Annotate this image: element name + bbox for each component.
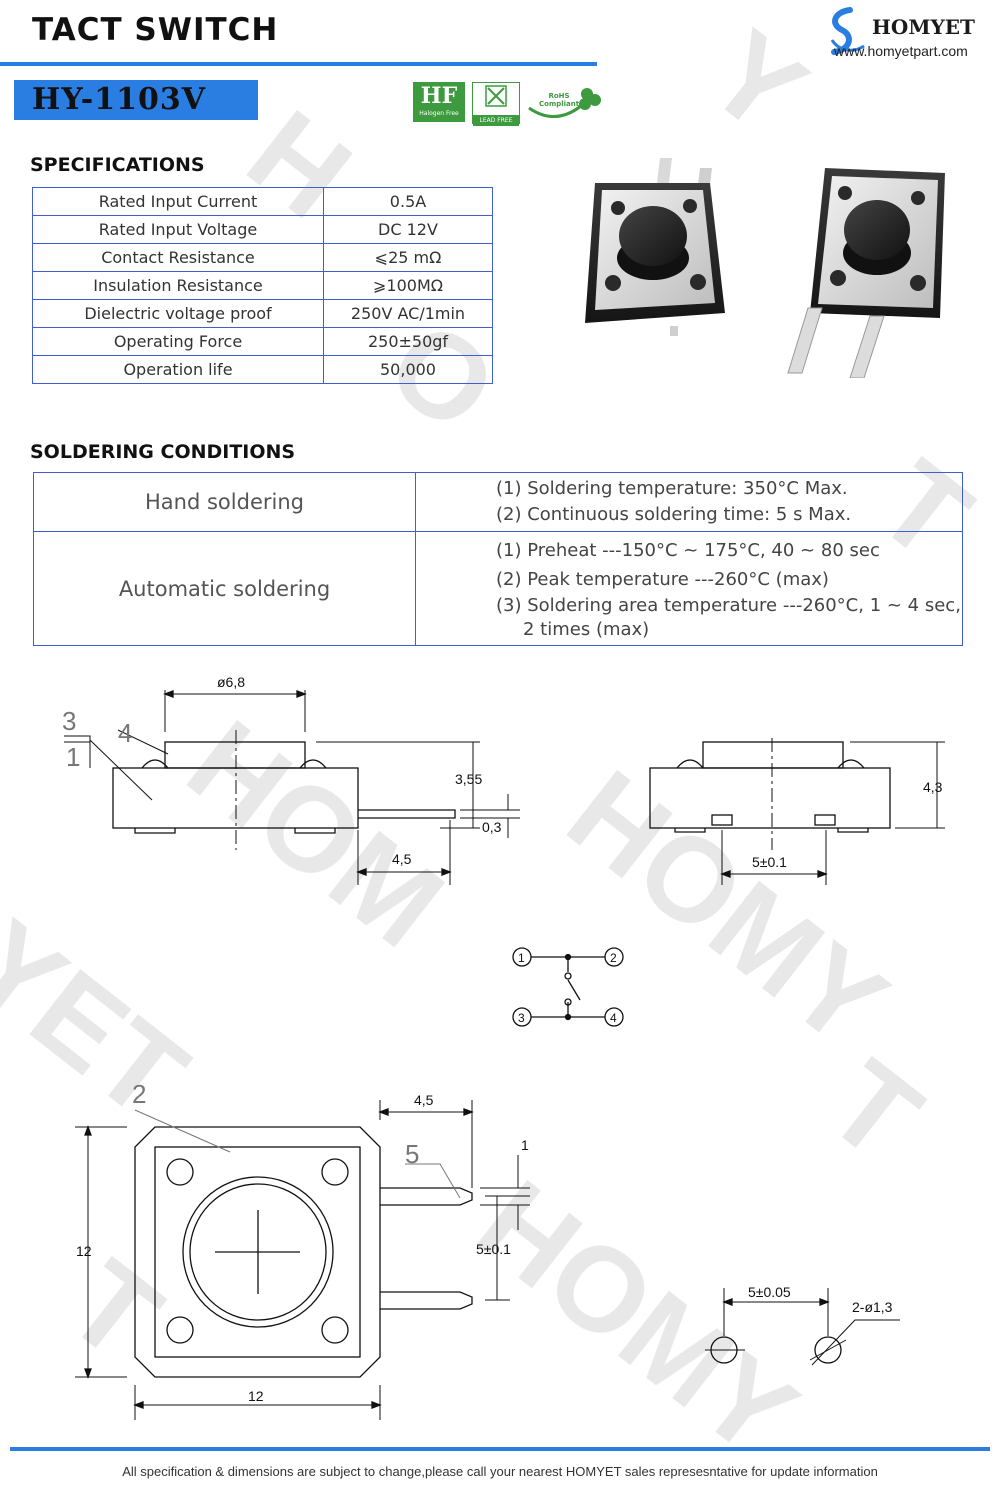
- pin-3-label: 3: [518, 1011, 525, 1025]
- dim-top-pitch: 5±0.1: [476, 1241, 511, 1257]
- switch-schematic: [512, 947, 624, 1027]
- page-title: TACT SWITCH: [32, 12, 279, 48]
- lead-free-label: LEAD FREE: [473, 115, 519, 126]
- top-view: [75, 1100, 530, 1420]
- dim-lead-thickness: 0,3: [482, 819, 502, 835]
- callout-1: 1: [66, 742, 80, 772]
- spec-label: Operating Force: [32, 327, 324, 356]
- table-row: Contact Resistance⩽25 mΩ: [32, 243, 493, 272]
- dim-height: 12: [76, 1243, 92, 1259]
- dim-top-lead-length: 4,5: [414, 1092, 434, 1108]
- website: www.homyetpart.com: [834, 43, 968, 59]
- model-number: HY-1103V: [32, 82, 206, 117]
- dim-total-height: 4,3: [923, 779, 943, 795]
- spec-label: Operation life: [32, 355, 324, 384]
- switch-photo-left: [585, 158, 725, 336]
- condition-line: (3) Soldering area temperature ---260°C,…: [496, 594, 961, 616]
- spec-label: Contact Resistance: [32, 243, 324, 272]
- specifications-heading: SPECIFICATIONS: [30, 154, 205, 176]
- automatic-soldering-label: Automatic soldering: [33, 531, 416, 646]
- footer-disclaimer: All specification & dimensions are subje…: [122, 1464, 878, 1479]
- brand-name: HOMYET: [872, 15, 975, 39]
- pin-1-label: 1: [518, 951, 525, 965]
- rohs-label: RoHS Compliant: [539, 92, 580, 108]
- spec-label: Rated Input Current: [32, 187, 324, 216]
- table-row: Insulation Resistance⩾100MΩ: [32, 271, 493, 300]
- spec-value: 50,000: [323, 355, 493, 384]
- condition-line: 2 times (max): [523, 618, 650, 640]
- spec-label: Dielectric voltage proof: [32, 299, 324, 328]
- callout-5: 5: [405, 1139, 419, 1169]
- condition-line: (2) Continuous soldering time: 5 s Max.: [496, 504, 852, 525]
- callout-4: 4: [118, 718, 132, 748]
- pin-2-label: 2: [610, 951, 617, 965]
- dim-body-height: 3,55: [455, 771, 482, 787]
- table-row: Automatic soldering (1) Preheat ---150°C…: [33, 531, 963, 646]
- hand-soldering-conditions: (1) Soldering temperature: 350°C Max. (2…: [415, 472, 963, 532]
- technical-drawing: ø6,8 3,55 0,3 4,5 3 4 1 4,3 5±0.1 1 2 3 …: [62, 674, 945, 1420]
- spec-value: 250V AC/1min: [323, 299, 493, 328]
- condition-line: (1) Preheat ---150°C ~ 175°C, 40 ~ 80 se…: [496, 539, 880, 561]
- halogen-free-badge: HF Halogen Free: [413, 82, 465, 122]
- callout-3: 3: [62, 706, 76, 736]
- switch-photo-right: [787, 168, 945, 378]
- spec-value: DC 12V: [323, 215, 493, 244]
- product-photo: [585, 158, 945, 378]
- spec-label: Insulation Resistance: [32, 271, 324, 300]
- dim-button-diameter: ø6,8: [217, 674, 245, 690]
- callout-2: 2: [132, 1079, 146, 1109]
- header-rule: [0, 62, 597, 66]
- automatic-soldering-conditions: (1) Preheat ---150°C ~ 175°C, 40 ~ 80 se…: [415, 531, 963, 646]
- dim-lead-width: 1: [521, 1137, 529, 1153]
- homyet-logo-icon: [830, 7, 865, 55]
- clover-icon: [528, 88, 601, 118]
- condition-line: (2) Peak temperature ---260°C (max): [496, 568, 829, 590]
- condition-line: (1) Soldering temperature: 350°C Max.: [496, 478, 848, 499]
- pcb-footprint: [705, 1288, 900, 1366]
- spec-value: ⩽25 mΩ: [323, 243, 493, 272]
- dim-footprint-pitch: 5±0.05: [748, 1284, 791, 1300]
- dim-hole-diameter: 2-ø1,3: [852, 1299, 893, 1315]
- pin-4-label: 4: [610, 1011, 617, 1025]
- halogen-free-label: Halogen Free: [419, 110, 459, 117]
- table-row: Hand soldering (1) Soldering temperature…: [33, 472, 963, 532]
- side-view-left: [64, 690, 520, 885]
- hand-soldering-label: Hand soldering: [33, 472, 416, 532]
- soldering-table: Hand soldering (1) Soldering temperature…: [33, 472, 963, 646]
- dim-pin-pitch-side: 5±0.1: [752, 854, 787, 870]
- lead-free-icon: [485, 85, 507, 107]
- spec-label: Rated Input Voltage: [32, 215, 324, 244]
- lead-free-badge: LEAD FREE: [472, 82, 520, 126]
- spec-value: 0.5A: [323, 187, 493, 216]
- footer-rule: [10, 1447, 990, 1451]
- side-view-right: [649, 738, 945, 885]
- watermark-text: Y: [684, 5, 830, 160]
- spec-value: 250±50gf: [323, 327, 493, 356]
- model-banner: [14, 80, 258, 120]
- dim-lead-length: 4,5: [392, 851, 412, 867]
- spec-value: ⩾100MΩ: [323, 271, 493, 300]
- rohs-badge: RoHS Compliant: [525, 82, 601, 122]
- soldering-heading: SOLDERING CONDITIONS: [30, 441, 296, 463]
- dim-width: 12: [248, 1388, 264, 1404]
